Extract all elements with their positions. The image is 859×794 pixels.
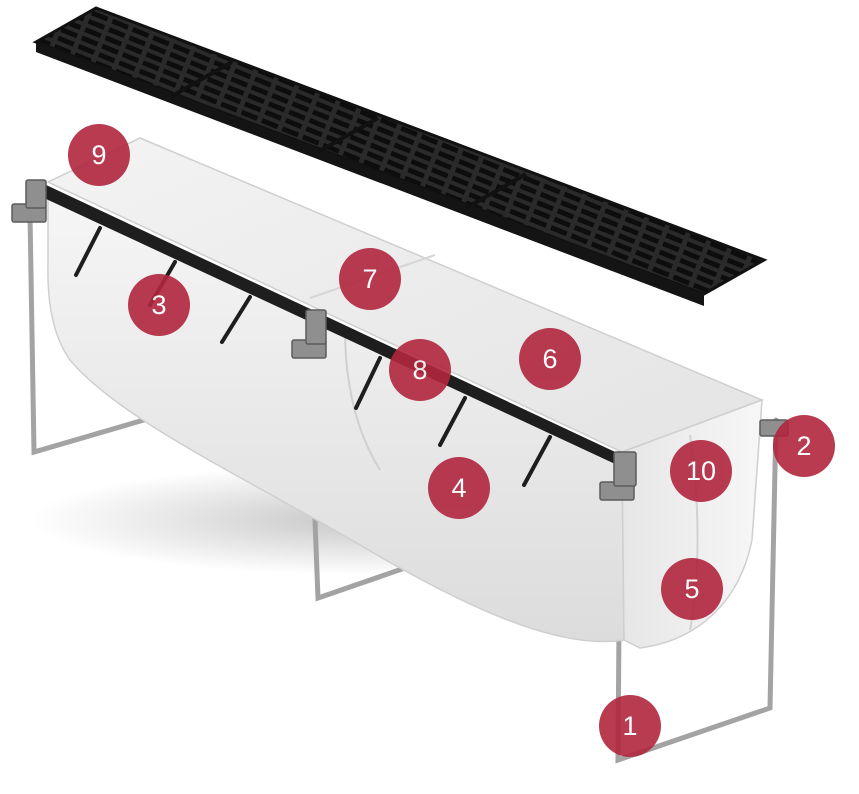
bolt-bracket-middle-top	[305, 309, 327, 345]
anchor-tie	[220, 295, 252, 344]
anchor-ties	[74, 226, 552, 487]
callout-10: 10	[670, 440, 732, 502]
callout-label: 9	[91, 139, 107, 170]
callout-3: 3	[128, 274, 190, 336]
steel-rail	[44, 184, 628, 470]
callout-9: 9	[68, 124, 130, 186]
grate-joint	[171, 60, 233, 98]
anchor-tie	[522, 435, 552, 487]
callout-label: 3	[151, 289, 167, 320]
anchor-tie	[74, 226, 102, 277]
anchor-tie	[354, 356, 382, 410]
callout-label: 1	[622, 710, 638, 741]
callout-7: 7	[339, 248, 401, 310]
callout-label: 4	[451, 472, 467, 503]
callout-label: 6	[542, 343, 558, 374]
callout-label: 2	[796, 430, 812, 461]
callout-5: 5	[661, 558, 723, 620]
drainage-grate-edge	[36, 42, 704, 306]
callout-1: 1	[599, 695, 661, 757]
callout-label: 5	[684, 573, 700, 604]
callout-8: 8	[389, 339, 451, 401]
callout-6: 6	[519, 328, 581, 390]
bolt-bracket-left-top	[25, 179, 47, 209]
channel-body-front	[47, 188, 625, 643]
grate-segment-joints	[171, 60, 527, 210]
callout-label: 10	[685, 455, 717, 486]
grate-joint	[317, 116, 379, 154]
callout-label: 7	[362, 263, 378, 294]
bolt-bracket-right-top	[613, 451, 637, 487]
channel-segment-seam	[344, 329, 381, 471]
grate-joint	[465, 172, 527, 210]
callout-4: 4	[428, 457, 490, 519]
callout-label: 8	[412, 354, 428, 385]
anchor-tie	[438, 396, 467, 447]
callout-2: 2	[773, 415, 835, 477]
